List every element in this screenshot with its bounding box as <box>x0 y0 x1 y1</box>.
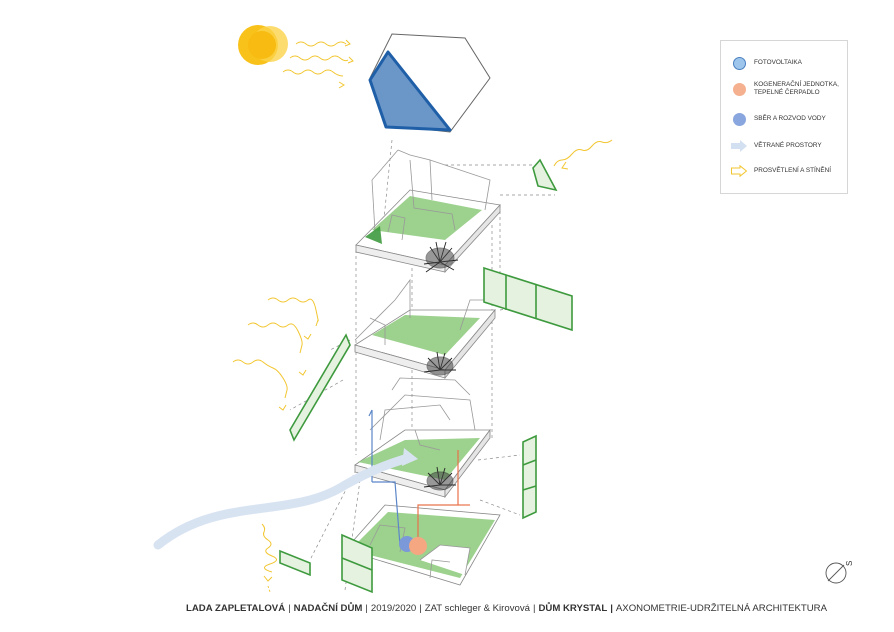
legend-item-vetrani: VĚTRANÉ PROSTORY <box>729 136 822 156</box>
sun-rays-left-icon <box>232 297 319 411</box>
legend-label: FOTOVOLTAIKA <box>754 59 802 66</box>
plant-icon <box>423 351 456 376</box>
air-flow-arrow <box>153 448 418 550</box>
footer-caption: LADA ZAPLETALOVÁ|NADAČNÍ DŮM|2019/2020|Z… <box>186 603 827 614</box>
cogeneration-unit <box>409 537 427 555</box>
compass-label: S <box>845 561 854 566</box>
sun-rays-top-icon <box>282 39 354 89</box>
footer-building: DŮM KRYSTAL <box>538 603 608 614</box>
footer-sheet: AXONOMETRIE-UDRŽITELNÁ ARCHITEKTURA <box>615 603 827 614</box>
legend: FOTOVOLTAIKA KOGENERAČNÍ JEDNOTKA, TEPEL… <box>720 40 848 194</box>
kogenerace-dot-icon <box>729 79 749 99</box>
shading-panel <box>279 158 573 594</box>
plant-icon <box>423 241 459 273</box>
legend-label: KOGENERAČNÍ JEDNOTKA, TEPELNÉ ČERPADLO <box>754 81 839 96</box>
plant-icon <box>423 466 456 491</box>
legend-label: VĚTRANÉ PROSTORY <box>754 142 822 149</box>
legend-item-prosvetleni: PROSVĚTLENÍ A STÍNĚNÍ <box>729 161 831 181</box>
sun-rays-bottom-icon <box>261 523 277 593</box>
footer-project: NADAČNÍ DŮM <box>293 603 363 614</box>
voda-dot-icon <box>729 109 749 129</box>
legend-label: PROSVĚTLENÍ A STÍNĚNÍ <box>754 167 832 174</box>
floor-1 <box>354 377 491 499</box>
compass-icon: S <box>825 561 854 584</box>
footer-studio: ZAT schleger & Kirovová <box>424 603 530 614</box>
roof-solar-panel <box>368 33 491 133</box>
legend-item-kogenerace: KOGENERAČNÍ JEDNOTKA, TEPELNÉ ČERPADLO <box>729 79 844 99</box>
light-arrow-icon <box>729 161 749 181</box>
footer-year: 2019/2020 <box>370 603 417 614</box>
legend-label: SBĚR A ROZVOD VODY <box>754 115 826 122</box>
energy-pipe <box>417 450 470 545</box>
floor-2 <box>354 278 496 380</box>
air-arrow-icon <box>729 136 749 156</box>
footer-author: LADA ZAPLETALOVÁ <box>186 603 286 614</box>
floor-3 <box>355 149 501 274</box>
fotovoltaika-dot-icon <box>729 53 749 73</box>
sun-rays-right-icon <box>553 139 613 170</box>
legend-item-voda: SBĚR A ROZVOD VODY <box>729 109 826 129</box>
sun-icon <box>238 25 288 65</box>
legend-item-fotovoltaika: FOTOVOLTAIKA <box>729 53 802 73</box>
